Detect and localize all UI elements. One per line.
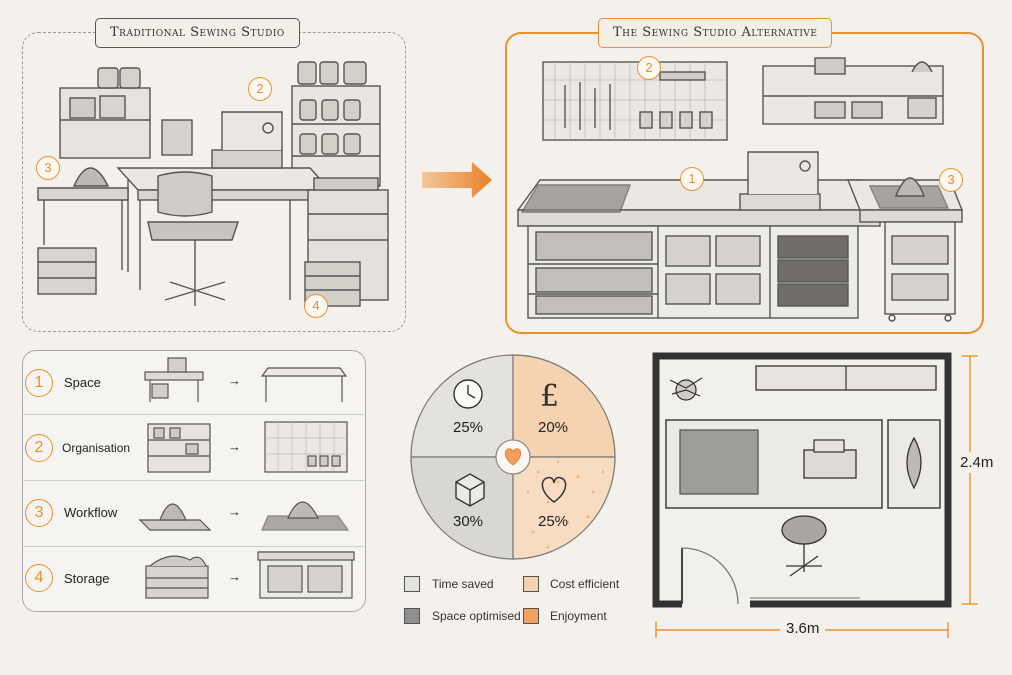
arrow-icon: → (228, 569, 241, 584)
traditional-badge-4: 4 (304, 294, 328, 318)
legend-swatch-cost-efficient (523, 576, 539, 592)
pie-value-time-saved: 25% (453, 419, 484, 436)
row-label: Workflow (64, 505, 118, 520)
legend-swatch-time-saved (404, 576, 420, 592)
floor-plan-width-label: 3.6m (780, 620, 826, 637)
pie-value-enjoyment: 25% (538, 513, 569, 530)
pie-value-cost-efficient: 20% (538, 419, 569, 436)
alternative-badge-1: 1 (680, 167, 704, 191)
pound-icon: £ (540, 379, 559, 414)
traditional-badge-2: 2 (248, 77, 272, 101)
row-divider (22, 546, 364, 547)
arrow-icon: → (228, 373, 241, 388)
alternative-studio-title: The Sewing Studio Alternative (598, 18, 833, 48)
legend-label-space-optimised: Space optimised (432, 609, 521, 623)
heart-icon (504, 448, 522, 466)
alternative-badge-2: 2 (637, 56, 661, 80)
number-badge: 3 (25, 499, 53, 527)
number-badge: 4 (25, 564, 53, 592)
cube-icon (455, 473, 485, 507)
traditional-badge-3: 3 (36, 156, 60, 180)
arrow-icon: → (228, 439, 241, 454)
alternative-badge-3: 3 (939, 168, 963, 192)
pie-slice-cost-efficient (512, 354, 616, 458)
heart-outline-icon (541, 476, 567, 503)
number-badge: 1 (25, 369, 53, 397)
row-label: Storage (64, 571, 110, 586)
legend-label-enjoyment: Enjoyment (550, 609, 607, 623)
number-badge: 2 (25, 434, 53, 462)
traditional-studio-title: Traditional Sewing Studio (95, 18, 300, 48)
floor-plan-height-label: 2.4m (958, 452, 996, 473)
pie-value-space-optimised: 30% (453, 513, 484, 530)
row-label: Organisation (62, 441, 131, 455)
row-divider (22, 480, 364, 481)
pie-slice-enjoyment (512, 456, 616, 560)
benefits-pie-chart: £ (410, 354, 616, 560)
row-label: Space (64, 375, 101, 390)
legend-label-cost-efficient: Cost efficient (550, 577, 620, 591)
clock-icon (453, 379, 483, 409)
transition-arrow-icon (422, 162, 492, 198)
legend-swatch-space-optimised (404, 608, 420, 624)
legend-label-time-saved: Time saved (432, 577, 494, 591)
row-divider (22, 414, 364, 415)
legend-swatch-enjoyment (523, 608, 539, 624)
pie-slice-space-optimised (410, 456, 514, 560)
arrow-icon: → (228, 504, 241, 519)
